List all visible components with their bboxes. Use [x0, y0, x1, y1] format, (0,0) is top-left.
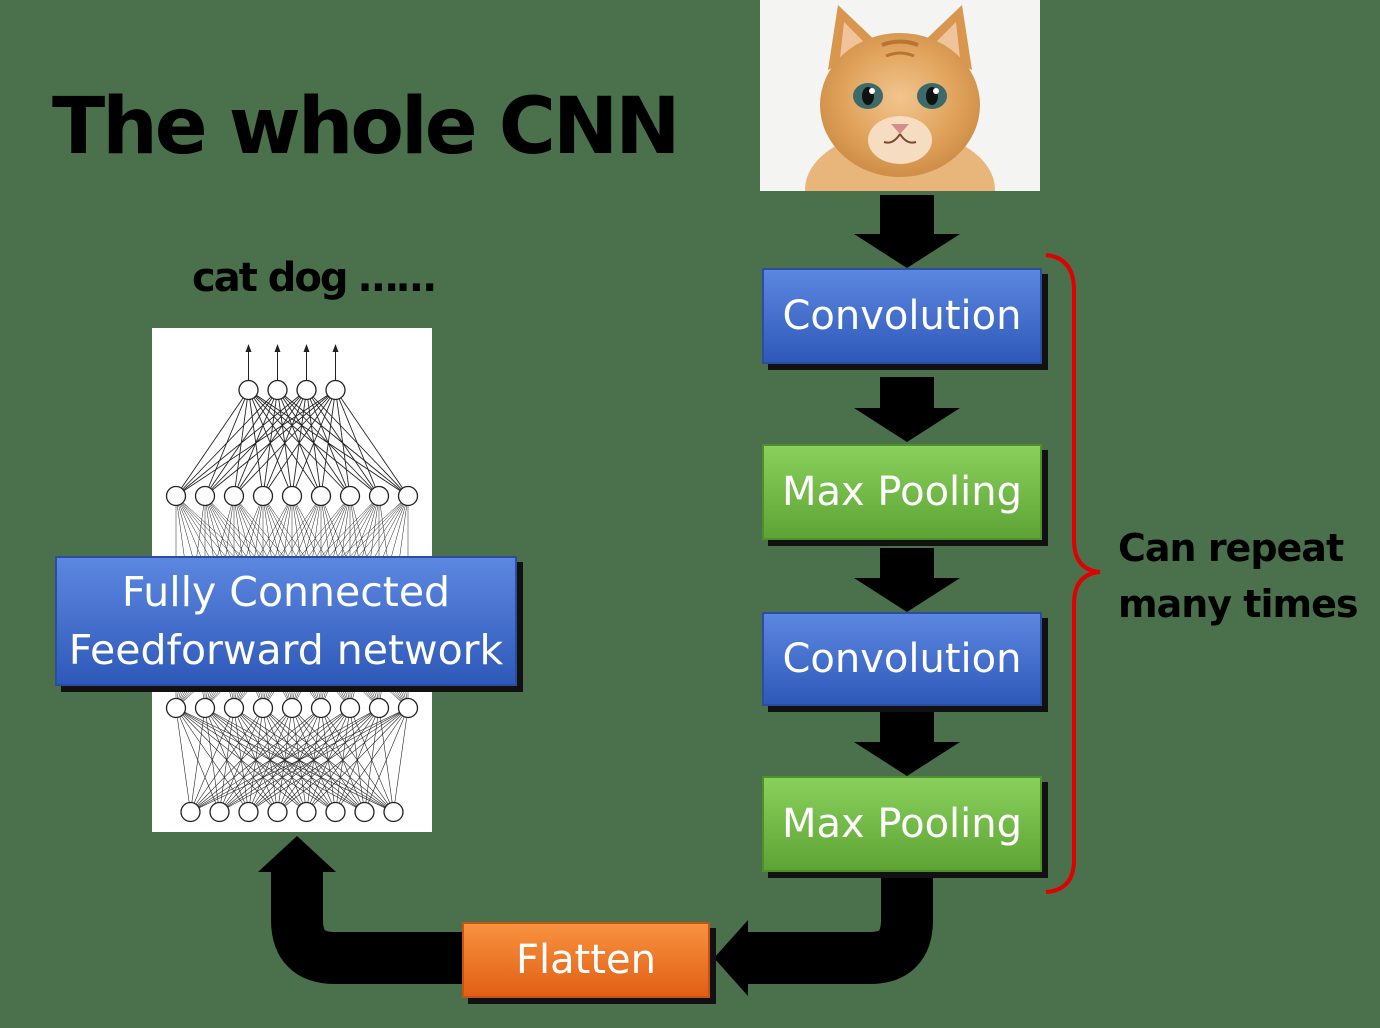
repeat-brace [1045, 253, 1101, 894]
input-node [296, 801, 317, 823]
input-node [267, 801, 288, 823]
input-image-panel [760, 0, 1040, 191]
input-node [325, 801, 346, 823]
page-title: The whole CNN [52, 82, 681, 172]
connection-line [190, 707, 264, 813]
flatten-box: Flatten [462, 922, 710, 998]
hidden-node [339, 485, 361, 507]
connection-line [190, 707, 322, 813]
connection-line [190, 707, 351, 813]
connection-line [291, 389, 336, 497]
arrow-down-icon [854, 195, 960, 268]
connection-line [175, 707, 191, 813]
arrow-down-icon [854, 377, 960, 442]
connection-line [335, 389, 351, 497]
connection-line [335, 389, 380, 497]
output-classes-label: cat dog …… [192, 255, 436, 301]
output-arrowhead-icon [332, 344, 339, 352]
hidden-node [252, 697, 274, 719]
arrow-up-icon [258, 836, 336, 872]
connection-line [190, 707, 293, 813]
connection-line [175, 389, 249, 497]
connection-line [190, 707, 235, 813]
hidden-node [252, 485, 274, 507]
convolution-layer-1: Convolution [762, 268, 1042, 364]
output-arrowhead-icon [245, 344, 252, 352]
output-node [238, 379, 259, 401]
connection-line [190, 707, 409, 813]
hidden-node [368, 697, 390, 719]
hidden-node [165, 485, 187, 507]
max-pooling-layer-1: Max Pooling [762, 444, 1042, 540]
repeat-note-line-1: Can repeat [1118, 526, 1344, 570]
connection-line [175, 389, 307, 497]
connection-line [175, 389, 278, 497]
connection-line [306, 707, 409, 813]
convolution-layer-2: Convolution [762, 612, 1042, 706]
hidden-node [281, 697, 303, 719]
hidden-node [339, 697, 361, 719]
hidden-node [281, 485, 303, 507]
output-arrowhead-icon [303, 344, 310, 352]
arrow-down-icon [854, 710, 960, 776]
connection-line [175, 389, 336, 497]
input-node [180, 801, 201, 823]
connection-line [190, 707, 380, 813]
cat-image [805, 5, 995, 191]
connection-line [219, 707, 409, 813]
connection-line [248, 707, 409, 813]
connection-line [190, 707, 206, 813]
max-pooling-layer-2: Max Pooling [762, 776, 1042, 872]
connection-line [364, 707, 409, 813]
hidden-node [310, 485, 332, 507]
hidden-node [223, 485, 245, 507]
connection-line [320, 389, 336, 497]
output-node [325, 379, 346, 401]
arrow-down-icon [854, 548, 960, 612]
input-node [354, 801, 375, 823]
hidden-node [223, 697, 245, 719]
hidden-node [368, 485, 390, 507]
hidden-node [194, 697, 216, 719]
repeat-note-line-2: many times [1118, 582, 1358, 626]
connection-line [393, 707, 409, 813]
connection-line [233, 389, 336, 497]
hidden-node [310, 697, 332, 719]
flow-line-to-flatten [740, 878, 933, 984]
hidden-node [397, 697, 419, 719]
hidden-node [165, 697, 187, 719]
input-node [383, 801, 404, 823]
output-arrowhead-icon [274, 344, 281, 352]
fc-line-1: Fully Connected [121, 568, 451, 616]
connection-line [335, 707, 409, 813]
connection-line [204, 389, 336, 497]
connection-line [335, 389, 409, 497]
connection-line [262, 389, 336, 497]
connection-line [277, 707, 409, 813]
hidden-node [397, 485, 419, 507]
hidden-node [194, 485, 216, 507]
input-node [238, 801, 259, 823]
output-node [296, 379, 317, 401]
fully-connected-box: Fully Connected Feedforward network [55, 556, 517, 686]
input-node [209, 801, 230, 823]
output-node [267, 379, 288, 401]
repeat-note: Can repeat many times [1118, 520, 1358, 632]
fc-line-2: Feedforward network [68, 626, 504, 674]
flow-line-to-network [271, 868, 462, 984]
arrow-left-icon [714, 920, 748, 996]
